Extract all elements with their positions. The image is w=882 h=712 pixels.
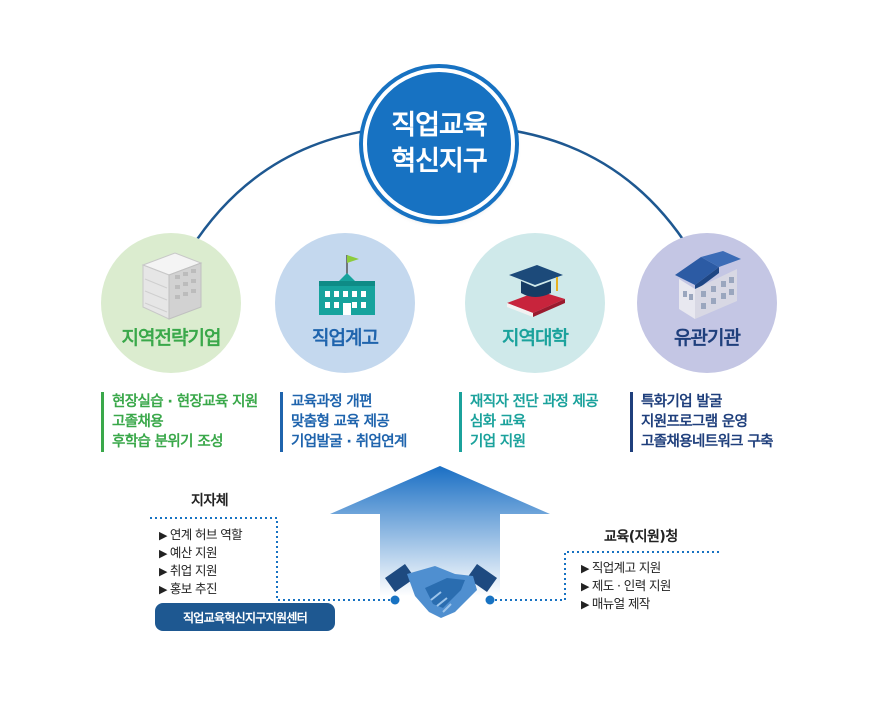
desc-item: 재직자 전단 과정 제공 <box>470 394 599 410</box>
desc-item: 지원프로그램 운영 <box>641 414 748 430</box>
office-building-icon <box>141 252 203 320</box>
entity-circle-vocational-school: 직업계고 <box>275 233 415 373</box>
entity-desc-university: 재직자 전단 과정 제공 심화 교육 기업 지원 <box>459 392 599 452</box>
list-item: 직업계고 지원 <box>581 559 671 577</box>
entity-name-university: 지역대학 <box>502 327 569 349</box>
support-center-badge: 직업교육혁신지구지원센터 <box>155 603 335 631</box>
education-office-title: 교육(지원)청 <box>604 529 678 545</box>
entity-name-related-agency: 유관기관 <box>674 327 741 349</box>
graduation-cap-book-icon <box>507 265 565 317</box>
school-building-icon <box>319 255 375 315</box>
desc-item: 후학습 분위기 조성 <box>112 434 223 450</box>
list-item: 취업 지원 <box>159 562 242 580</box>
desc-item: 기업발굴 · 취업연계 <box>291 434 407 450</box>
entity-name-vocational-school: 직업계고 <box>312 327 379 349</box>
desc-item: 심화 교육 <box>470 414 526 430</box>
list-item: 매뉴얼 제작 <box>581 595 671 613</box>
handshake-icon <box>385 564 497 618</box>
entity-circle-related-agency: 유관기관 <box>637 233 777 373</box>
entity-circle-university: 지역대학 <box>465 233 605 373</box>
education-office-list: 직업계고 지원 제도 · 인력 지원 매뉴얼 제작 <box>581 559 672 613</box>
desc-item: 고졸채용네트워크 구축 <box>641 434 773 450</box>
list-item: 예산 지원 <box>159 544 242 562</box>
entity-circle-company: 지역전략기업 <box>101 233 241 373</box>
entity-desc-related-agency: 특화기업 발굴 지원프로그램 운영 고졸채용네트워크 구축 <box>630 392 773 452</box>
entity-desc-company: 현장실습 · 현장교육 지원 고졸채용 후학습 분위기 조성 <box>101 392 258 452</box>
upward-arrow-icon <box>330 466 550 596</box>
desc-item: 교육과정 개편 <box>291 394 372 410</box>
desc-item: 기업 지원 <box>470 434 526 450</box>
public-building-icon <box>675 251 741 319</box>
entity-name-company: 지역전략기업 <box>121 327 222 349</box>
list-item: 제도 · 인력 지원 <box>581 577 672 595</box>
local-gov-list: 연계 허브 역할 예산 지원 취업 지원 홍보 추진 <box>159 526 243 598</box>
local-gov-title: 지자체 <box>191 493 229 509</box>
center-title-line1: 직업교육 <box>391 110 487 141</box>
entity-desc-vocational-school: 교육과정 개편 맞춤형 교육 제공 기업발굴 · 취업연계 <box>280 392 407 452</box>
list-item: 홍보 추진 <box>159 580 242 598</box>
desc-item: 특화기업 발굴 <box>641 394 722 410</box>
desc-item: 고졸채용 <box>112 414 164 430</box>
list-item: 연계 허브 역할 <box>159 526 243 544</box>
desc-item: 현장실습 · 현장교육 지원 <box>112 394 258 410</box>
desc-item: 맞춤형 교육 제공 <box>291 414 390 430</box>
center-title-line2: 혁신지구 <box>391 146 487 177</box>
center-circle: 직업교육 혁신지구 <box>363 68 515 220</box>
